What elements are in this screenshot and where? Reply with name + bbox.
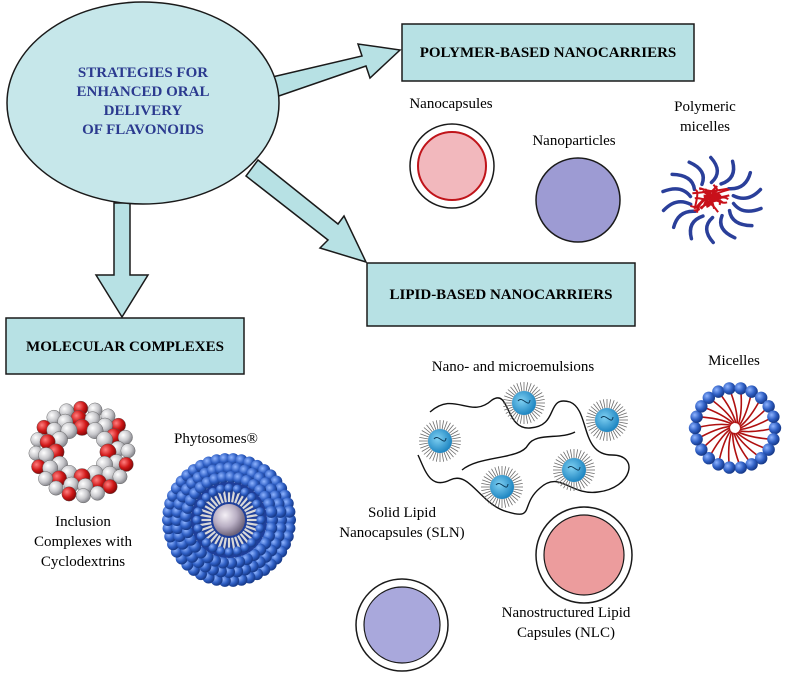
title-line-4: OF FLAVONOIDS bbox=[82, 122, 204, 138]
micelle-icon bbox=[689, 382, 781, 474]
title-line-2: ENHANCED ORAL bbox=[77, 84, 210, 100]
box-lipid-label: LIPID-BASED NANOCARRIERS bbox=[390, 287, 613, 303]
cyclodextrin-icon bbox=[29, 401, 135, 503]
nanocapsule-icon bbox=[410, 124, 494, 208]
box-lipid: LIPID-BASED NANOCARRIERS bbox=[367, 263, 635, 326]
label-nanocapsules: Nanocapsules bbox=[409, 96, 492, 112]
box-molecular: MOLECULAR COMPLEXES bbox=[6, 318, 244, 374]
arrow-to-polymer bbox=[268, 44, 400, 98]
label-sln-2: Nanocapsules (SLN) bbox=[339, 525, 464, 541]
label-nlc-1: Nanostructured Lipid bbox=[502, 605, 631, 621]
polymeric-micelle-icon bbox=[663, 158, 761, 243]
title-line-1: STRATEGIES FOR bbox=[78, 65, 208, 81]
label-polymeric-micelles-2: micelles bbox=[680, 119, 730, 135]
label-sln-1: Solid Lipid bbox=[368, 505, 436, 521]
sln-icon bbox=[356, 579, 448, 671]
nlc-icon bbox=[536, 507, 632, 603]
label-nano-emulsions: Nano- and microemulsions bbox=[432, 359, 595, 375]
arrow-to-molecular bbox=[96, 203, 148, 317]
label-polymeric-micelles-1: Polymeric bbox=[674, 99, 736, 115]
title-line-3: DELIVERY bbox=[104, 103, 183, 119]
nanoemulsion-icon bbox=[418, 382, 629, 514]
label-inclusion-2: Complexes with bbox=[34, 534, 132, 550]
label-nanoparticles: Nanoparticles bbox=[532, 133, 615, 149]
label-micelles: Micelles bbox=[708, 353, 760, 369]
label-phytosomes: Phytosomes® bbox=[174, 431, 258, 447]
label-inclusion-1: Inclusion bbox=[55, 514, 111, 530]
label-inclusion-3: Cyclodextrins bbox=[41, 554, 125, 570]
nanoparticle-icon bbox=[536, 158, 620, 242]
box-polymer-label: POLYMER-BASED NANOCARRIERS bbox=[420, 45, 677, 61]
box-molecular-label: MOLECULAR COMPLEXES bbox=[26, 339, 224, 355]
label-nlc-2: Capsules (NLC) bbox=[517, 625, 615, 641]
box-polymer: POLYMER-BASED NANOCARRIERS bbox=[402, 24, 694, 81]
arrow-to-lipid bbox=[246, 160, 366, 262]
phytosome-icon bbox=[162, 453, 296, 587]
strategy-ellipse: STRATEGIES FOR ENHANCED ORAL DELIVERY OF… bbox=[7, 2, 279, 204]
